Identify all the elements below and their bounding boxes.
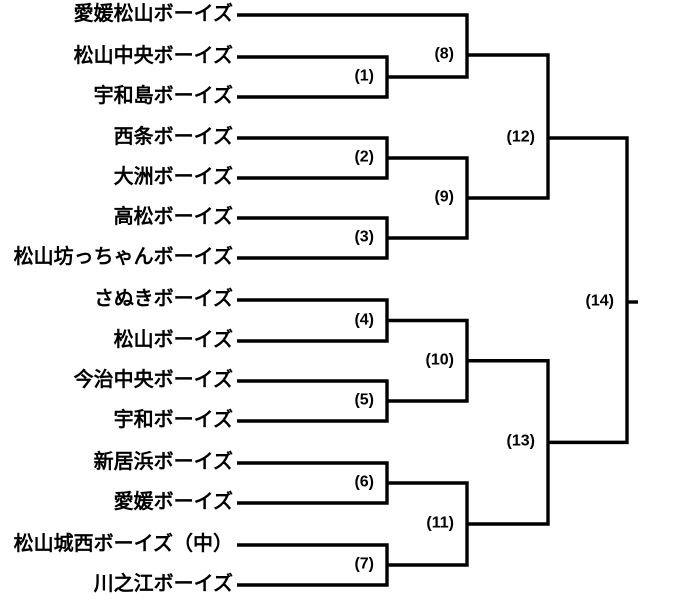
team-label-13: 愛媛ボーイズ [113,491,233,514]
team-label-15: 川之江ボーイズ [93,573,233,596]
team-label-10: 今治中央ボーイズ [73,369,233,392]
team-label-1: 愛媛松山ボーイズ [73,3,233,26]
match-number-label-3: (3) [354,228,374,246]
match-number-label-4: (4) [354,311,374,329]
team-label-6: 高松ボーイズ [113,206,233,229]
match-number-label-8: (8) [434,45,454,63]
match-number-label-13: (13) [506,433,535,451]
match-number-label-2: (2) [354,148,374,166]
team-label-2: 松山中央ボーイズ [73,45,233,68]
team-label-3: 宇和島ボーイズ [93,85,233,108]
match-number-label-14: (14) [585,292,614,310]
team-label-14: 松山城西ボーイズ（中） [13,533,233,556]
team-label-8: さぬきボーイズ [94,288,233,311]
team-label-12: 新居浜ボーイズ [93,451,233,474]
team-label-11: 宇和ボーイズ [113,409,233,432]
match-number-label-9: (9) [434,188,454,206]
team-label-5: 大洲ボーイズ [113,166,233,189]
team-label-7: 松山坊っちゃんボーイズ [13,246,233,269]
match-number-label-7: (7) [354,555,374,573]
match-9-bracket-line [387,156,469,240]
team-label-4: 西条ボーイズ [113,126,233,149]
match-number-label-6: (6) [354,473,374,491]
match-12-bracket-line [467,53,550,200]
match-number-label-12: (12) [506,128,535,146]
team-label-9: 松山ボーイズ [113,329,233,352]
match-number-label-10: (10) [425,351,454,369]
match-8-bracket-line [237,13,469,79]
match-number-label-11: (11) [426,514,454,532]
match-number-label-1: (1) [354,67,374,85]
match-number-label-5: (5) [354,391,374,409]
match-14-bracket-line [548,136,629,445]
